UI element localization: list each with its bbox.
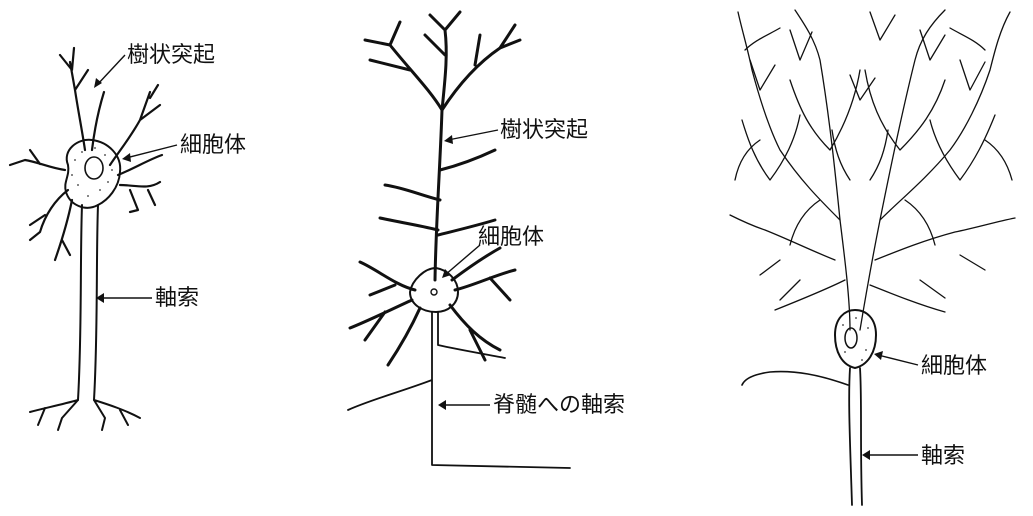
dendrites-1 xyxy=(8,46,164,262)
axon-3 xyxy=(848,367,863,506)
cell-body-stipple-1 xyxy=(71,147,113,197)
label-cell-body-2: 細胞体 xyxy=(478,225,544,250)
label-group-dendrite-2: 樹状突起 xyxy=(444,118,588,144)
cell-body-3 xyxy=(834,309,877,369)
label-axon-3: 軸索 xyxy=(921,444,965,469)
neuron-panel-1 xyxy=(8,46,164,431)
nucleus-3 xyxy=(844,327,858,349)
label-cell-body-3: 細胞体 xyxy=(921,354,987,379)
neuron-panel-2 xyxy=(347,10,571,469)
axon-2 xyxy=(347,311,571,469)
apical-dendrite-2 xyxy=(363,10,522,282)
cell-body-2 xyxy=(409,267,459,313)
nucleus-1 xyxy=(84,156,104,180)
dendritic-arbor-3 xyxy=(729,9,1016,331)
label-group-axon-1: 軸索 xyxy=(96,286,199,311)
label-group-axon-2: 脊髄への軸索 xyxy=(438,393,625,418)
label-group-cell-body-2: 細胞体 xyxy=(442,225,544,278)
label-dendrite-1: 樹状突起 xyxy=(127,43,215,68)
label-group-axon-3: 軸索 xyxy=(862,444,965,469)
label-group-cell-body-1: 細胞体 xyxy=(122,133,246,162)
label-group-cell-body-3: 細胞体 xyxy=(874,351,987,379)
label-dendrite-2: 樹状突起 xyxy=(500,118,588,143)
neuron-panel-3 xyxy=(729,9,1016,506)
axon-collateral-3 xyxy=(741,370,849,386)
label-axon-1: 軸索 xyxy=(155,286,199,311)
label-group-dendrite-1: 樹状突起 xyxy=(94,43,215,88)
axon-terminals-1 xyxy=(29,399,141,431)
cell-body-stipple-3 xyxy=(842,317,869,361)
label-cell-body-1: 細胞体 xyxy=(180,133,246,158)
axon-1 xyxy=(77,204,99,401)
label-axon-2: 脊髄への軸索 xyxy=(493,393,625,418)
nucleus-2 xyxy=(430,288,438,296)
cell-body-1 xyxy=(64,138,122,209)
